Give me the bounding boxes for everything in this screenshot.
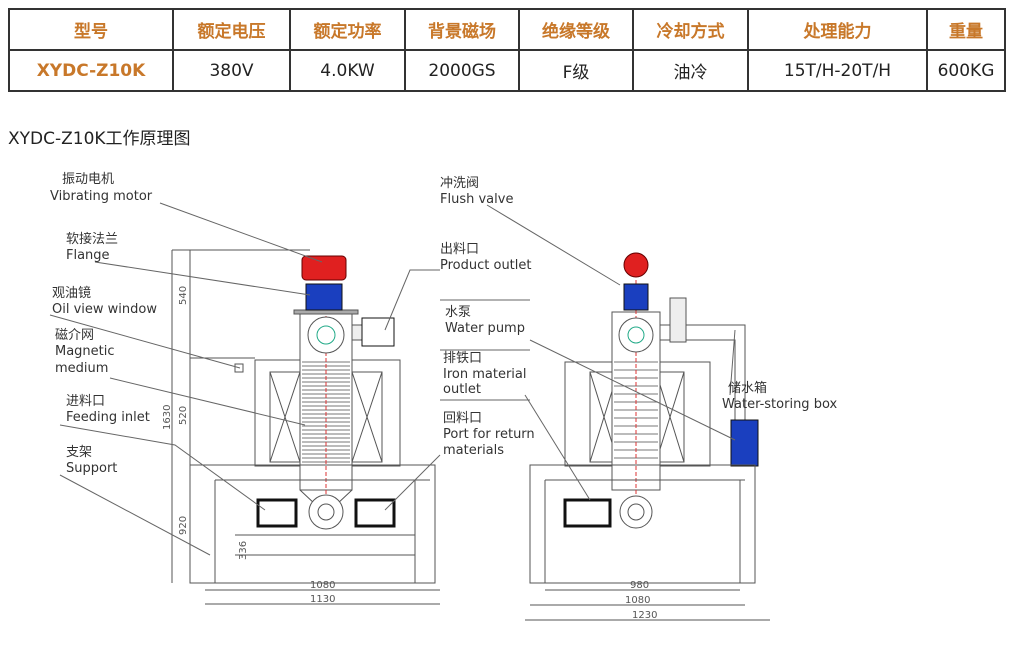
label-return-en: Port for return <box>443 427 535 442</box>
label-vibrating-motor-en: Vibrating motor <box>50 189 153 204</box>
water-pump-part <box>730 419 759 467</box>
label-flush-en: Flush valve <box>440 192 513 207</box>
value-model: XYDC-Z10K <box>8 49 174 92</box>
label-return-cn: 回料口 <box>443 411 482 426</box>
dim-1230: 1230 <box>632 610 657 621</box>
value-voltage: 380V <box>172 49 291 92</box>
label-feeding-en: Feeding inlet <box>66 410 150 425</box>
header-voltage: 额定电压 <box>172 8 291 51</box>
label-magnetic-en: Magnetic <box>55 344 115 359</box>
dim-920: 920 <box>178 516 189 535</box>
left-machine <box>171 249 440 605</box>
value-power: 4.0KW <box>289 49 406 92</box>
dim-1130: 1130 <box>310 594 335 605</box>
vibrating-motor-part <box>301 255 347 281</box>
label-flange-cn: 软接法兰 <box>66 231 118 247</box>
value-field: 2000GS <box>404 49 520 92</box>
header-power: 额定功率 <box>289 8 406 51</box>
label-oil-view-en: Oil view window <box>52 302 157 317</box>
header-insulation: 绝缘等级 <box>518 8 634 51</box>
header-weight: 重量 <box>926 8 1006 51</box>
label-product-en: Product outlet <box>440 258 532 273</box>
label-magnetic-cn: 磁介网 <box>55 328 94 343</box>
label-return-en2: materials <box>443 443 504 458</box>
label-iron-en: Iron material <box>443 367 526 382</box>
spec-table: 型号 额定电压 额定功率 背景磁场 绝缘等级 冷却方式 处理能力 重量 XYDC… <box>8 8 1006 92</box>
label-feeding-cn: 进料口 <box>66 394 105 409</box>
header-model: 型号 <box>8 8 174 51</box>
right-machine <box>525 252 770 621</box>
value-insulation: F级 <box>518 49 634 92</box>
label-magnetic-en2: medium <box>55 361 108 376</box>
label-support-en: Support <box>66 461 117 476</box>
value-capacity: 15T/H-20T/H <box>747 49 928 92</box>
dim-540: 540 <box>178 286 189 305</box>
header-field: 背景磁场 <box>404 8 520 51</box>
dim-980: 980 <box>630 580 649 591</box>
spec-value-row: XYDC-Z10K 380V 4.0KW 2000GS F级 油冷 15T/H-… <box>8 49 1006 92</box>
dim-1080: 1080 <box>310 580 335 591</box>
label-water-box-en: Water-storing box <box>722 397 837 412</box>
header-capacity: 处理能力 <box>747 8 928 51</box>
value-weight: 600KG <box>926 49 1006 92</box>
flange-part <box>305 283 343 311</box>
label-oil-view-cn: 观油镜 <box>52 286 91 301</box>
label-iron-en2: outlet <box>443 382 481 397</box>
dim-520: 520 <box>178 406 189 425</box>
label-product-cn: 出料口 <box>440 242 479 257</box>
label-pump-en: Water pump <box>445 321 525 336</box>
dim-336: 336 <box>238 541 249 560</box>
value-cooling: 油冷 <box>632 49 749 92</box>
spec-header-row: 型号 额定电压 额定功率 背景磁场 绝缘等级 冷却方式 处理能力 重量 <box>8 8 1006 51</box>
header-cooling: 冷却方式 <box>632 8 749 51</box>
label-pump-cn: 水泵 <box>445 305 471 320</box>
diagram-title: XYDC-Z10K工作原理图 <box>8 129 191 149</box>
label-flange-en: Flange <box>66 248 110 263</box>
label-iron-cn: 排铁口 <box>443 351 482 366</box>
dim-1080b: 1080 <box>625 595 650 606</box>
label-flush-cn: 冲洗阀 <box>440 176 479 191</box>
label-support-cn: 支架 <box>66 445 92 460</box>
label-vibrating-motor-cn: 振动电机 <box>62 172 114 187</box>
label-water-box-cn: 储水箱 <box>728 380 767 396</box>
dim-1630: 1630 <box>162 405 173 430</box>
